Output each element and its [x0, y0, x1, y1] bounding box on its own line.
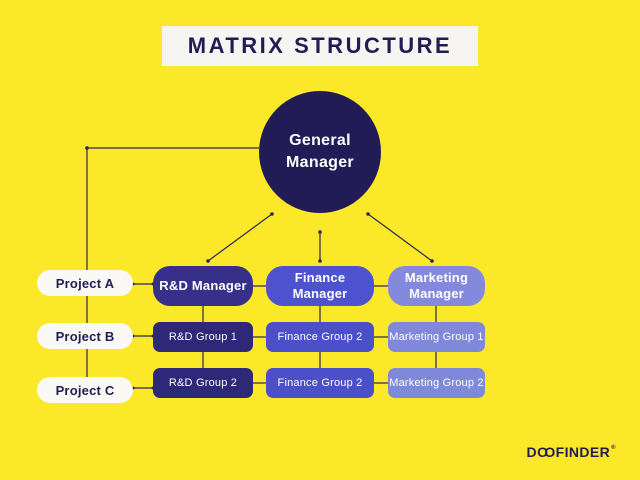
rnd-manager-label: R&D Manager	[159, 277, 247, 293]
rnd-group-1-node: R&D Group 1	[153, 322, 253, 352]
project-a-pill: Project A	[37, 270, 133, 296]
project-a-label: Project A	[55, 275, 115, 291]
marketing-group-2-label: Marketing Group 2	[389, 377, 484, 389]
title-banner: MATRIX STRUCTURE	[162, 26, 478, 66]
finance-group-2-label: Finance Group 2	[277, 377, 363, 389]
connector-marketing-to-root	[367, 213, 433, 262]
marketing-manager-label: Marketing Manager	[404, 269, 469, 301]
project-c-pill: Project C	[37, 377, 133, 403]
registered-mark: ®	[611, 445, 616, 451]
rnd-group-1-label: R&D Group 1	[168, 331, 238, 343]
rnd-manager-node: R&D Manager	[153, 266, 253, 306]
finance-group-2-node: Finance Group 2	[266, 368, 374, 398]
rnd-group-2-label: R&D Group 2	[168, 377, 238, 389]
logo-letter-o1: O	[537, 444, 549, 460]
project-c-label: Project C	[55, 382, 115, 398]
general-manager-label: General Manager	[286, 132, 354, 171]
marketing-group-2-node: Marketing Group 2	[388, 368, 485, 398]
project-b-pill: Project B	[37, 323, 133, 349]
connector-rnd-to-root	[207, 213, 273, 262]
general-manager-node: General Manager	[259, 91, 381, 213]
page-title: MATRIX STRUCTURE	[187, 33, 453, 58]
marketing-manager-node: Marketing Manager	[388, 266, 485, 306]
marketing-group-1-node: Marketing Group 1	[388, 322, 485, 352]
finance-manager-label: Finance Manager	[292, 269, 348, 301]
marketing-group-1-label: Marketing Group 1	[389, 331, 484, 343]
logo-letter-d: D	[526, 444, 538, 460]
finance-group-1-node: Finance Group 2	[266, 322, 374, 352]
finance-group-1-label: Finance Group 2	[277, 331, 363, 343]
rnd-group-2-node: R&D Group 2	[153, 368, 253, 398]
logo-letter-o2: O	[544, 444, 556, 460]
project-b-label: Project B	[55, 328, 115, 344]
finance-manager-node: Finance Manager	[266, 266, 374, 306]
logo-letters-finder: FINDER	[555, 444, 611, 460]
